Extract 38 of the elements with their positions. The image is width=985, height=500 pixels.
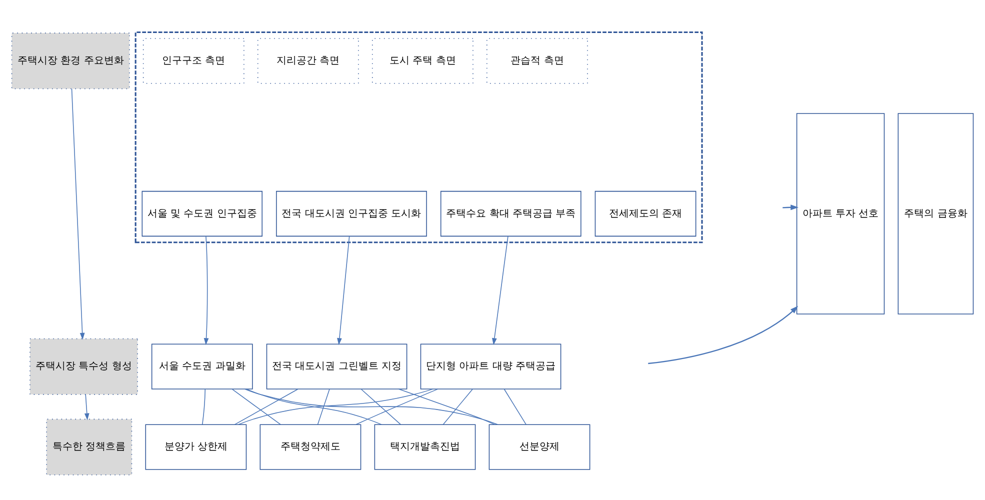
arrow bbox=[204, 235, 209, 345]
connector bbox=[246, 388, 382, 424]
connector bbox=[317, 388, 330, 424]
node-box: 단지형 아파트 대량 주택공급 bbox=[420, 343, 562, 389]
node-box: 주택시장 환경 주요변화 bbox=[11, 32, 130, 89]
node-box: 인구구조 측면 bbox=[142, 38, 244, 84]
connector bbox=[238, 388, 434, 424]
connector bbox=[360, 388, 402, 424]
node-box: 주택시장 특수성 형성 bbox=[30, 338, 138, 394]
node-box: 서울 수도권 과밀화 bbox=[151, 343, 253, 389]
connector bbox=[356, 388, 438, 424]
node-box: 택지개발촉진법 bbox=[374, 424, 476, 470]
node-box: 도시 주택 측면 bbox=[372, 38, 474, 84]
node-box: 지리공간 측면 bbox=[257, 38, 359, 84]
node-box: 전국 대도시권 인구집중 도시화 bbox=[276, 190, 427, 236]
connector bbox=[202, 388, 206, 424]
node-box: 주택수요 확대 주택공급 부족 bbox=[440, 190, 582, 236]
connector bbox=[398, 388, 496, 424]
node-box: 전세제도의 존재 bbox=[594, 190, 696, 236]
arrow bbox=[84, 394, 90, 420]
connector bbox=[232, 388, 282, 424]
node-box: 분양가 상한제 bbox=[145, 424, 247, 470]
arrow bbox=[648, 305, 798, 364]
node-box: 주택의 금융화 bbox=[898, 112, 974, 314]
cluster bbox=[134, 31, 703, 243]
node-box: 아파트 투자 선호 bbox=[796, 112, 885, 314]
node-box: 특수한 정책흐름 bbox=[46, 418, 132, 475]
node-box: 전국 대도시권 그린벨트 지정 bbox=[266, 343, 408, 389]
connector bbox=[234, 388, 298, 424]
node-box: 서울 및 수도권 인구집중 bbox=[142, 190, 262, 236]
arrow bbox=[71, 88, 85, 340]
connector bbox=[244, 388, 498, 424]
node-box: 선분양제 bbox=[488, 424, 590, 470]
connector bbox=[442, 388, 473, 424]
arrow bbox=[492, 235, 508, 345]
connector bbox=[504, 388, 526, 424]
node-box: 관습적 측면 bbox=[486, 38, 588, 84]
node-box: 주택청약제도 bbox=[260, 424, 362, 470]
